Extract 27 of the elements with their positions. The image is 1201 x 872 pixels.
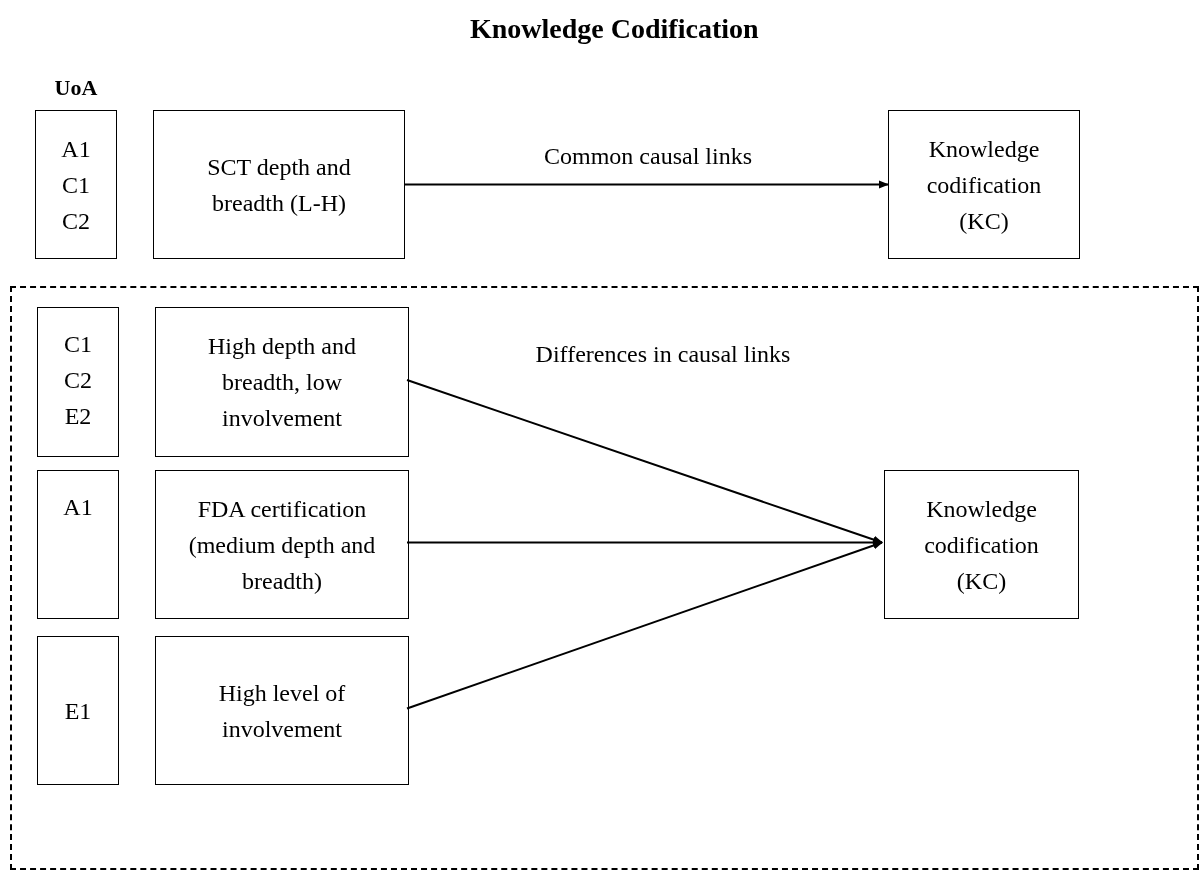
arrow <box>406 538 883 547</box>
process-box <box>884 470 1079 619</box>
arrow <box>406 541 883 710</box>
box-text: E1 <box>63 696 93 726</box>
box-text: A1 C1 C2 <box>60 134 92 236</box>
process-box <box>37 470 119 619</box>
box-text: Knowledge codification (KC) <box>923 494 1040 596</box>
box-text: A1 <box>62 493 94 522</box>
arrow <box>404 180 889 189</box>
box-text: SCT depth and breadth (L-H) <box>206 152 352 218</box>
process-box <box>37 307 119 457</box>
section-label: Differences in causal links <box>535 340 791 369</box>
column-heading: UoA <box>54 74 98 102</box>
arrow <box>406 379 883 544</box>
box-text: C1 C2 E2 <box>63 330 93 431</box>
process-box <box>155 307 409 457</box>
box-text: High depth and breadth, low involvement <box>207 332 357 433</box>
diagram-title: Knowledge Codification <box>470 12 759 46</box>
process-box <box>155 470 409 619</box>
box-text: High level of involvement <box>217 678 347 744</box>
process-box <box>37 636 119 785</box>
process-box <box>153 110 405 259</box>
dashed-group-box <box>10 286 1199 870</box>
process-box <box>888 110 1080 259</box>
process-box <box>155 636 409 785</box>
box-text: FDA certification (medium depth and breadth) <box>187 494 377 596</box>
box-text: Knowledge codification (KC) <box>925 134 1043 236</box>
